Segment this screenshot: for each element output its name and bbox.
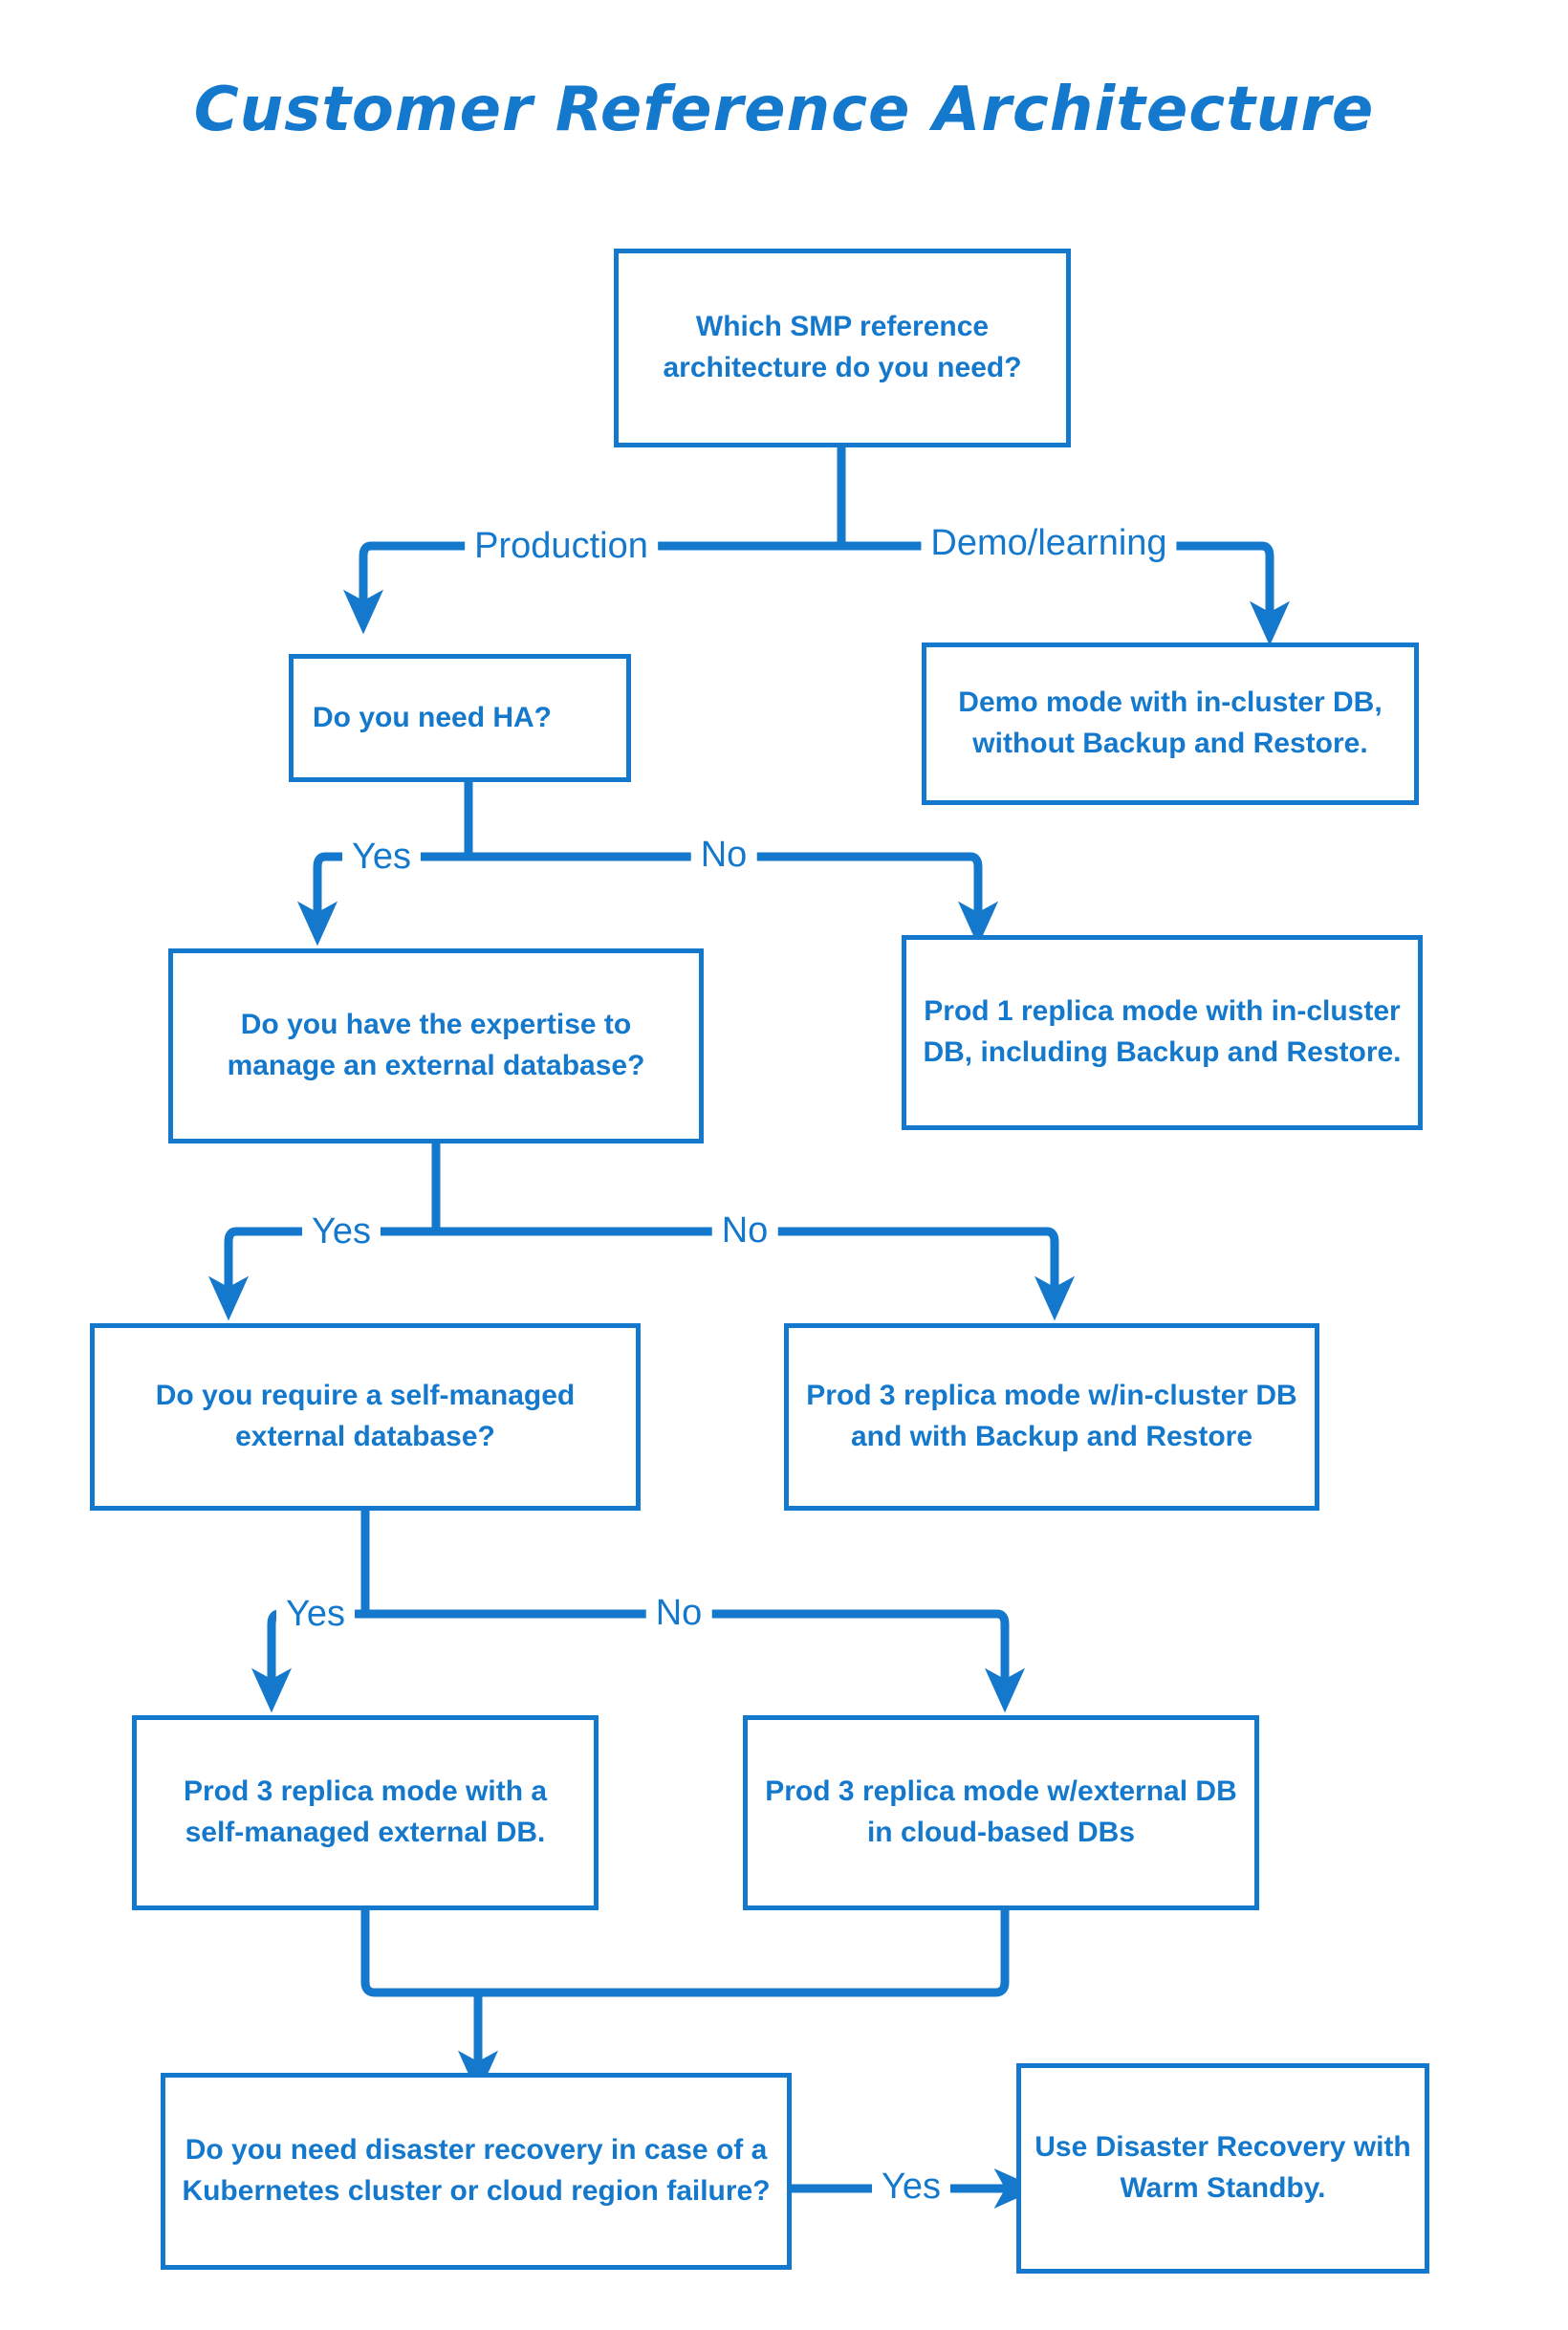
wire-n8-merge — [360, 1910, 478, 1997]
node-label: Prod 3 replica mode with a self-managed … — [183, 1775, 548, 1848]
node-do-you-need-disaster-recovery[interactable]: Do you need disaster recovery in case of… — [161, 2073, 792, 2270]
node-demo-mode-in-cluster-db[interactable]: Demo mode with in-cluster DB, without Ba… — [922, 642, 1419, 805]
node-do-you-have-expertise-external-db[interactable]: Do you have the expertise to manage an e… — [168, 948, 704, 1143]
node-label: Use Disaster Recovery with Warm Standby. — [1034, 2131, 1411, 2204]
edge-label-expertise-no: No — [711, 1212, 778, 1249]
edge-label-selfmanaged-yes: Yes — [276, 1596, 355, 1632]
node-do-you-require-self-managed-external-db[interactable]: Do you require a self-managed external d… — [90, 1323, 641, 1511]
node-label: Prod 3 replica mode w/external DB in clo… — [765, 1775, 1237, 1848]
node-which-smp-reference-architecture[interactable]: Which SMP reference architecture do you … — [614, 249, 1071, 447]
node-do-you-need-ha[interactable]: Do you need HA? — [289, 654, 631, 782]
page-title: Customer Reference Architecture — [193, 75, 1375, 145]
node-label: Prod 1 replica mode with in-cluster DB, … — [923, 995, 1402, 1068]
node-use-disaster-recovery-warm-standby[interactable]: Use Disaster Recovery with Warm Standby. — [1016, 2063, 1429, 2274]
node-prod-3-replica-self-managed-external-db[interactable]: Prod 3 replica mode with a self-managed … — [132, 1715, 599, 1910]
node-label: Prod 3 replica mode w/in-cluster DB and … — [806, 1380, 1297, 1452]
edge-label-production: Production — [465, 528, 658, 564]
edge-label-dr-yes: Yes — [872, 2168, 950, 2205]
node-label: Do you have the expertise to manage an e… — [227, 1009, 645, 1081]
node-label: Do you need disaster recovery in case of… — [182, 2134, 771, 2207]
edge-label-ha-no: No — [690, 837, 757, 873]
node-prod-1-replica-mode[interactable]: Prod 1 replica mode with in-cluster DB, … — [902, 935, 1423, 1130]
node-prod-3-replica-cloud-based-dbs[interactable]: Prod 3 replica mode w/external DB in clo… — [743, 1715, 1259, 1910]
edge-label-demo-learning: Demo/learning — [921, 525, 1177, 561]
node-label: Do you require a self-managed external d… — [155, 1380, 576, 1452]
node-label: Do you need HA? — [313, 701, 553, 733]
edge-label-selfmanaged-no: No — [645, 1595, 712, 1631]
edge-label-ha-yes: Yes — [342, 838, 421, 875]
node-prod-3-replica-in-cluster-db[interactable]: Prod 3 replica mode w/in-cluster DB and … — [784, 1323, 1319, 1511]
edge-label-expertise-yes: Yes — [302, 1213, 381, 1250]
wire-n9-merge — [478, 1910, 1010, 1997]
node-label: Which SMP reference architecture do you … — [663, 311, 1022, 383]
node-label: Demo mode with in-cluster DB, without Ba… — [958, 686, 1383, 759]
